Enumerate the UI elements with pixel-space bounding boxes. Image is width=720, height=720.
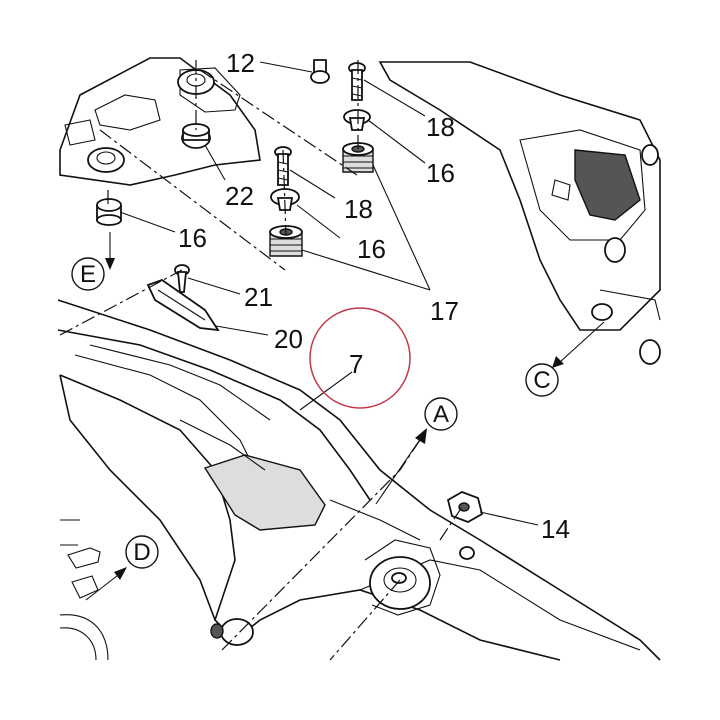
label-14: 14 (541, 514, 570, 544)
view-arrows (85, 232, 605, 601)
label-16-upper: 16 (426, 158, 455, 188)
letter-e: E (80, 261, 96, 288)
view-d: D (125, 535, 159, 569)
label-21: 21 (244, 282, 273, 312)
view-a: A (424, 397, 458, 431)
view-e: E (71, 257, 105, 291)
label-16-left: 16 (178, 223, 207, 253)
nut-14 (446, 491, 484, 523)
lower-left-detail (59, 547, 109, 661)
highlight-circle (309, 307, 411, 409)
screw-21 (174, 264, 190, 293)
view-letters: A C D E (71, 257, 559, 569)
label-18-upper: 18 (426, 112, 455, 142)
label-20: 20 (274, 324, 303, 354)
letter-a: A (433, 401, 449, 428)
washer-16-upper (343, 109, 371, 131)
label-16-lower: 16 (357, 234, 386, 264)
right-bracket (378, 61, 661, 365)
letter-d: D (133, 539, 150, 566)
view-c: C (525, 363, 559, 397)
bolt-18-upper (348, 62, 366, 101)
clip-20 (146, 278, 220, 332)
rubber-17-lower (269, 225, 303, 257)
label-7: 7 (349, 349, 363, 379)
letter-c: C (533, 367, 550, 394)
label-12: 12 (226, 48, 255, 78)
label-18-lower: 18 (344, 194, 373, 224)
nut-22 (181, 123, 211, 149)
leader-lines (119, 61, 539, 526)
bolt-12 (310, 59, 330, 84)
part-labels: 12 18 16 22 18 16 16 17 21 20 7 14 (178, 48, 570, 544)
washer-16-left (96, 198, 122, 226)
main-frame (57, 299, 661, 661)
label-22: 22 (225, 181, 254, 211)
label-17: 17 (430, 296, 459, 326)
